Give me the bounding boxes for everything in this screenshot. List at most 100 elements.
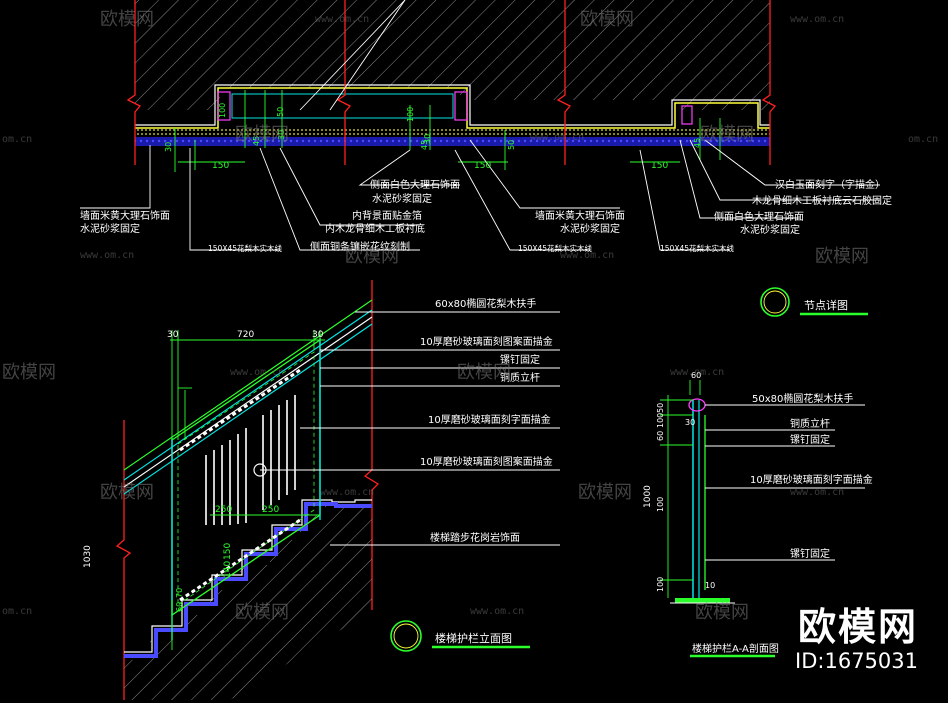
- dim-1000: 1000: [643, 485, 653, 508]
- wall-hatch: [135, 0, 770, 110]
- dim-50: 50: [276, 107, 285, 117]
- watermark-brand: 欧模网: [578, 482, 632, 503]
- watermark-url: www.om.cn: [560, 250, 614, 261]
- watermark-brand: 欧模网: [580, 9, 634, 30]
- dim-60-post: 60: [656, 431, 665, 441]
- label-cement-2: 水泥砂浆固定: [560, 222, 620, 235]
- label-side-cement: 水泥砂浆固定: [372, 192, 432, 205]
- watermark-brand: 欧模网: [700, 124, 754, 145]
- wall-outline: [135, 84, 770, 126]
- watermark-url: www.om.cn: [790, 14, 844, 25]
- watermark-url: www.om.cn: [530, 132, 584, 143]
- dim-30c: 30: [423, 134, 432, 144]
- dim-30-post: 30: [685, 418, 695, 427]
- label-glass-text-aa: 10厚磨砂玻璃面刻字面描金: [750, 473, 873, 486]
- cement-bedding: [135, 137, 770, 146]
- corner-watermark-id: ID:1675031: [795, 649, 918, 673]
- label-sill-b: 150X45花梨木实木线: [518, 243, 592, 253]
- handrail: [123, 299, 373, 495]
- label-handrail: 60x80椭圆花梨木扶手: [435, 297, 536, 310]
- watermark-url: www.om.cn: [670, 367, 724, 378]
- watermark-url: www.om.cn: [470, 606, 524, 617]
- label-wall-marble-2: 墙面米黄大理石饰面: [535, 209, 625, 222]
- dim-30a: 30: [164, 142, 173, 152]
- label-glass-text: 10厚磨砂玻璃面刻字面描金: [428, 413, 551, 426]
- dim-50-post: 50: [656, 403, 665, 413]
- watermark-brand: 欧模网: [457, 362, 511, 383]
- carved-text-pattern: [205, 395, 296, 525]
- label-wall-marble: 墙面米黄大理石饰面: [80, 209, 170, 222]
- dim-30-left: 30: [167, 330, 179, 340]
- dim-100b: 100: [406, 107, 415, 122]
- dim-720: 720: [237, 330, 254, 340]
- label-inner-wood: 内木龙骨细木工板衬底: [325, 222, 425, 235]
- title-stair-elevation: 楼梯护栏立面图: [435, 631, 512, 645]
- dim-60-top: 60: [691, 371, 701, 380]
- handrail-section: [688, 398, 706, 412]
- title-node-detail: 节点详图: [804, 298, 848, 312]
- dim-150c: 150: [651, 161, 668, 171]
- label-copper-post: 铜质立杆: [500, 371, 540, 384]
- dim-100a: 100: [218, 103, 227, 118]
- dim-30-right: 30: [312, 330, 324, 340]
- label-jade-carve: 汉白玉面刻字（字描金）: [775, 178, 885, 191]
- label-cement: 水泥砂浆固定: [80, 222, 140, 235]
- watermark-brand: 欧模网: [345, 246, 399, 267]
- title-marker-node: [760, 287, 790, 317]
- watermark-brand: 欧模网: [235, 124, 289, 145]
- section-aa: 60 50 100 60 1000 100 30 100 10 50x80椭圆花…: [643, 371, 873, 658]
- label-glass-pattern: 10厚磨砂玻璃面刻图案面描金: [420, 455, 553, 468]
- watermark-brand: 欧模网: [100, 482, 154, 503]
- title-section-aa: 楼梯护栏A-A剖面图: [692, 642, 779, 655]
- watermark-url: www.om.cn: [315, 14, 369, 25]
- dim-100-mid: 100: [656, 497, 665, 512]
- label-sill-a: 150X45花梨木实木线: [208, 243, 282, 253]
- dim-150a: 150: [212, 161, 229, 171]
- watermark-url: om.cn: [908, 134, 938, 145]
- node-detail: 100 50 100 30 30 30 45 45 50 45 150 150 …: [80, 0, 892, 317]
- title-marker-elevation: [390, 620, 422, 652]
- label-side-cement-2: 水泥砂浆固定: [740, 223, 800, 236]
- watermark-url: www.om.cn: [80, 250, 134, 261]
- label-side-white-marble: 侧面白色大理石饰面: [370, 178, 460, 191]
- corner-watermark: 欧模网 ID:1675031: [795, 606, 918, 674]
- watermarks: 欧模网 www.om.cn 欧模网 www.om.cn om.cn 欧模网 ww…: [2, 9, 938, 623]
- label-side-copper: 侧面铜条镶嵌花纹刻制: [310, 240, 410, 253]
- label-glass-top: 10厚磨砂玻璃面刻图案面描金: [420, 335, 553, 348]
- dim-30b: 30: [277, 130, 286, 140]
- dim-45a: 45: [252, 136, 261, 146]
- label-nails-aa: 镙钉固定: [790, 433, 830, 446]
- dim-50b: 50: [507, 140, 516, 150]
- label-copper-post-aa: 铜质立杆: [790, 417, 830, 430]
- label-handrail-aa: 50x80椭圆花梨木扶手: [752, 392, 853, 405]
- watermark-brand: 欧模网: [235, 602, 289, 623]
- watermark-url: www.om.cn: [320, 487, 374, 498]
- label-inner-gold: 内背景面贴金箔: [352, 209, 422, 222]
- dim-10: 10: [705, 581, 715, 590]
- watermark-brand: 欧模网: [100, 9, 154, 30]
- break-lines: [126, 0, 777, 165]
- dim-45b: 45: [420, 140, 429, 150]
- dim-1030: 1030: [83, 545, 93, 568]
- label-steps: 楼梯踏步花岗岩饰面: [430, 531, 520, 544]
- dim-140: 140: [223, 561, 233, 578]
- watermark-url: www.om.cn: [230, 367, 284, 378]
- dim-60: 60: [175, 602, 184, 612]
- label-side-white-marble-2: 侧面白色大理石饰面: [714, 210, 804, 223]
- dim-150: 150: [223, 543, 233, 560]
- label-wood-keel: 木龙骨细木工板衬底云石胶固定: [752, 194, 892, 207]
- watermark-url: www.om.cn: [790, 487, 844, 498]
- label-sill-c: 150X45花梨木实木线: [660, 243, 734, 253]
- corner-watermark-logo: 欧模网: [797, 605, 918, 649]
- dim-250-b: 250: [262, 505, 279, 515]
- label-nails: 镙钉固定: [500, 353, 540, 366]
- watermark-brand: 欧模网: [695, 602, 749, 623]
- watermark-brand: 欧模网: [815, 246, 869, 267]
- dim-100-upper: 100: [656, 413, 665, 428]
- watermark-brand: 欧模网: [2, 362, 56, 383]
- dim-45c: 45: [693, 138, 702, 148]
- dim-150b: 150: [474, 161, 491, 171]
- stair-elevation: 30 720 30 1030 250 250 150 140 70 60 60x…: [83, 280, 560, 700]
- label-nails-aa-2: 镙钉固定: [790, 547, 830, 560]
